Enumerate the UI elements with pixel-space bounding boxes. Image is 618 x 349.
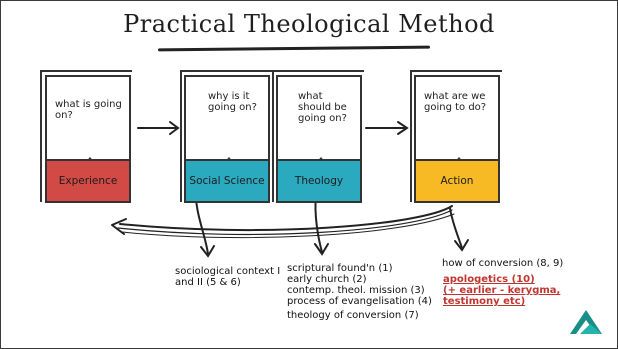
action-highlight-line-1: apologetics (10) bbox=[443, 274, 535, 285]
action-question: what are we going to do? bbox=[424, 91, 487, 113]
action-highlight-line-3: testimony etc) bbox=[443, 296, 526, 307]
social-science-card: why is it going on? Social Science bbox=[184, 75, 270, 203]
theology-card: what should be going on? Theology bbox=[276, 75, 362, 203]
theology-notes: scriptural found'n (1) early church (2) … bbox=[287, 263, 437, 321]
diagram-title: Practical Theological Method bbox=[123, 10, 495, 38]
drop-arrow-action bbox=[449, 207, 463, 249]
social-science-question: why is it going on? bbox=[208, 91, 257, 113]
experience-card: what is going on? Experience bbox=[45, 75, 131, 203]
action-label: Action bbox=[416, 159, 498, 201]
mountain-logo-icon bbox=[570, 310, 602, 334]
theology-note-2: early church (2) bbox=[287, 274, 367, 285]
action-notes: how of conversion (8, 9) bbox=[442, 258, 564, 269]
theology-note-3: contemp. theol. mission (3) bbox=[287, 285, 425, 296]
drop-arrow-theology bbox=[314, 195, 323, 253]
theology-note-4: process of evangelisation (4) bbox=[287, 296, 432, 307]
experience-label: Experience bbox=[47, 159, 129, 201]
social-science-label: Social Science bbox=[186, 159, 268, 201]
action-card: what are we going to do? Action bbox=[414, 75, 500, 203]
theology-label: Theology bbox=[278, 159, 360, 201]
theology-question: what should be going on? bbox=[298, 91, 347, 124]
experience-question: what is going on? bbox=[55, 99, 122, 121]
social-science-notes: sociological context I and II (5 & 6) bbox=[175, 266, 281, 288]
theology-note-5: theology of conversion (7) bbox=[287, 310, 419, 321]
action-highlight-notes: apologetics (10) (+ earlier - kerygma, t… bbox=[443, 274, 583, 307]
drop-arrow-social bbox=[195, 195, 209, 255]
theology-note-1: scriptural found'n (1) bbox=[287, 263, 393, 274]
action-highlight-line-2: (+ earlier - kerygma, bbox=[443, 285, 561, 296]
